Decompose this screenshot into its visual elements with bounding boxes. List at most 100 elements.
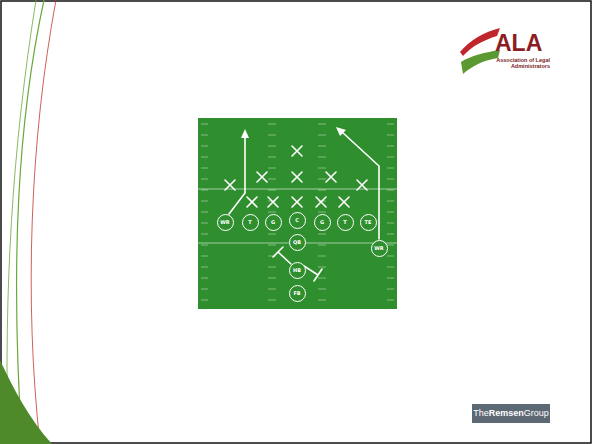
deco-fill <box>0 360 52 444</box>
defender-marks <box>225 146 367 207</box>
hash-mark <box>318 289 326 290</box>
hash-mark <box>201 245 208 246</box>
hash-mark <box>318 146 326 147</box>
hash-mark <box>318 300 326 301</box>
hash-mark <box>318 234 326 235</box>
player-circle: T <box>337 214 354 231</box>
hash-mark <box>201 300 208 301</box>
logo-text: The <box>473 409 489 418</box>
defender-x <box>292 197 302 207</box>
hash-mark <box>318 168 326 169</box>
hash-mark <box>318 135 326 136</box>
hash-mark <box>387 278 394 279</box>
football-field <box>198 118 397 309</box>
hash-mark <box>201 256 208 257</box>
defender-x <box>268 197 278 207</box>
hash-mark <box>387 168 394 169</box>
position-label: T <box>248 220 251 225</box>
hash-mark <box>387 179 394 180</box>
hash-mark <box>201 146 208 147</box>
hash-mark <box>268 278 276 279</box>
hash-mark <box>387 223 394 224</box>
ala-logo-mark <box>460 28 500 74</box>
hash-mark <box>318 190 326 191</box>
route-line <box>229 136 245 214</box>
hash-mark <box>201 124 208 125</box>
hash-mark <box>268 146 276 147</box>
hash-mark <box>268 135 276 136</box>
hash-mark <box>387 201 394 202</box>
hash-mark <box>387 245 394 246</box>
position-label: HB <box>293 268 301 273</box>
hash-mark <box>201 157 208 158</box>
position-label: QB <box>293 240 301 245</box>
position-label: G <box>271 220 275 225</box>
hash-mark <box>318 278 326 279</box>
logo-swoosh <box>461 50 500 74</box>
hash-mark <box>201 267 208 268</box>
hash-mark <box>268 179 276 180</box>
hash-mark <box>268 267 276 268</box>
hash-mark <box>201 223 208 224</box>
position-label: WR <box>374 246 383 251</box>
hash-mark <box>318 212 326 213</box>
deco-curve <box>17 0 44 444</box>
player-circle: C <box>289 212 306 229</box>
hash-mark <box>387 256 394 257</box>
hash-mark <box>201 190 208 191</box>
player-circle: G <box>314 214 331 231</box>
deco-curve <box>7 0 36 444</box>
hash-mark <box>268 300 276 301</box>
remsen-logo: TheRemsenGroup <box>472 404 550 423</box>
hash-mark <box>387 289 394 290</box>
hash-mark <box>318 179 326 180</box>
hash-mark <box>201 234 208 235</box>
hash-mark <box>268 190 276 191</box>
hash-mark <box>201 168 208 169</box>
logo-subtitle: Association of Legal Administrators <box>494 57 550 70</box>
defender-x <box>326 172 336 182</box>
hash-mark <box>268 289 276 290</box>
hash-mark <box>318 157 326 158</box>
player-circle: HB <box>289 262 306 279</box>
position-label: G <box>320 220 324 225</box>
hash-mark <box>268 234 276 235</box>
hash-mark <box>268 245 276 246</box>
defender-x <box>247 197 257 207</box>
player-circle: FB <box>289 285 306 302</box>
hash-mark <box>318 256 326 257</box>
hash-mark <box>387 212 394 213</box>
defender-x <box>357 180 367 190</box>
arrowhead <box>241 129 249 138</box>
hash-mark <box>387 157 394 158</box>
deco-curve <box>31 0 56 444</box>
hash-mark <box>268 124 276 125</box>
position-label: WR <box>220 220 229 225</box>
position-label: TE <box>365 220 372 225</box>
hash-mark <box>318 245 326 246</box>
block-line <box>273 247 291 264</box>
hash-mark <box>387 124 394 125</box>
player-circle: T <box>242 214 259 231</box>
hash-mark <box>268 157 276 158</box>
route-lines <box>229 132 379 281</box>
arrowhead <box>336 127 346 136</box>
defender-x <box>339 197 349 207</box>
defender-x <box>257 172 267 182</box>
position-label: FB <box>293 291 300 296</box>
hash-mark <box>387 234 394 235</box>
defender-x <box>225 180 235 190</box>
player-circle: G <box>265 214 282 231</box>
position-label: C <box>295 218 299 223</box>
defender-x <box>316 197 326 207</box>
hash-mark <box>201 179 208 180</box>
left-decoration <box>0 0 56 444</box>
position-label: T <box>343 220 346 225</box>
logo-text: Remsen <box>489 409 524 418</box>
hash-mark <box>201 135 208 136</box>
hash-marks <box>201 124 394 300</box>
field-ground <box>198 118 397 309</box>
hash-mark <box>268 212 276 213</box>
